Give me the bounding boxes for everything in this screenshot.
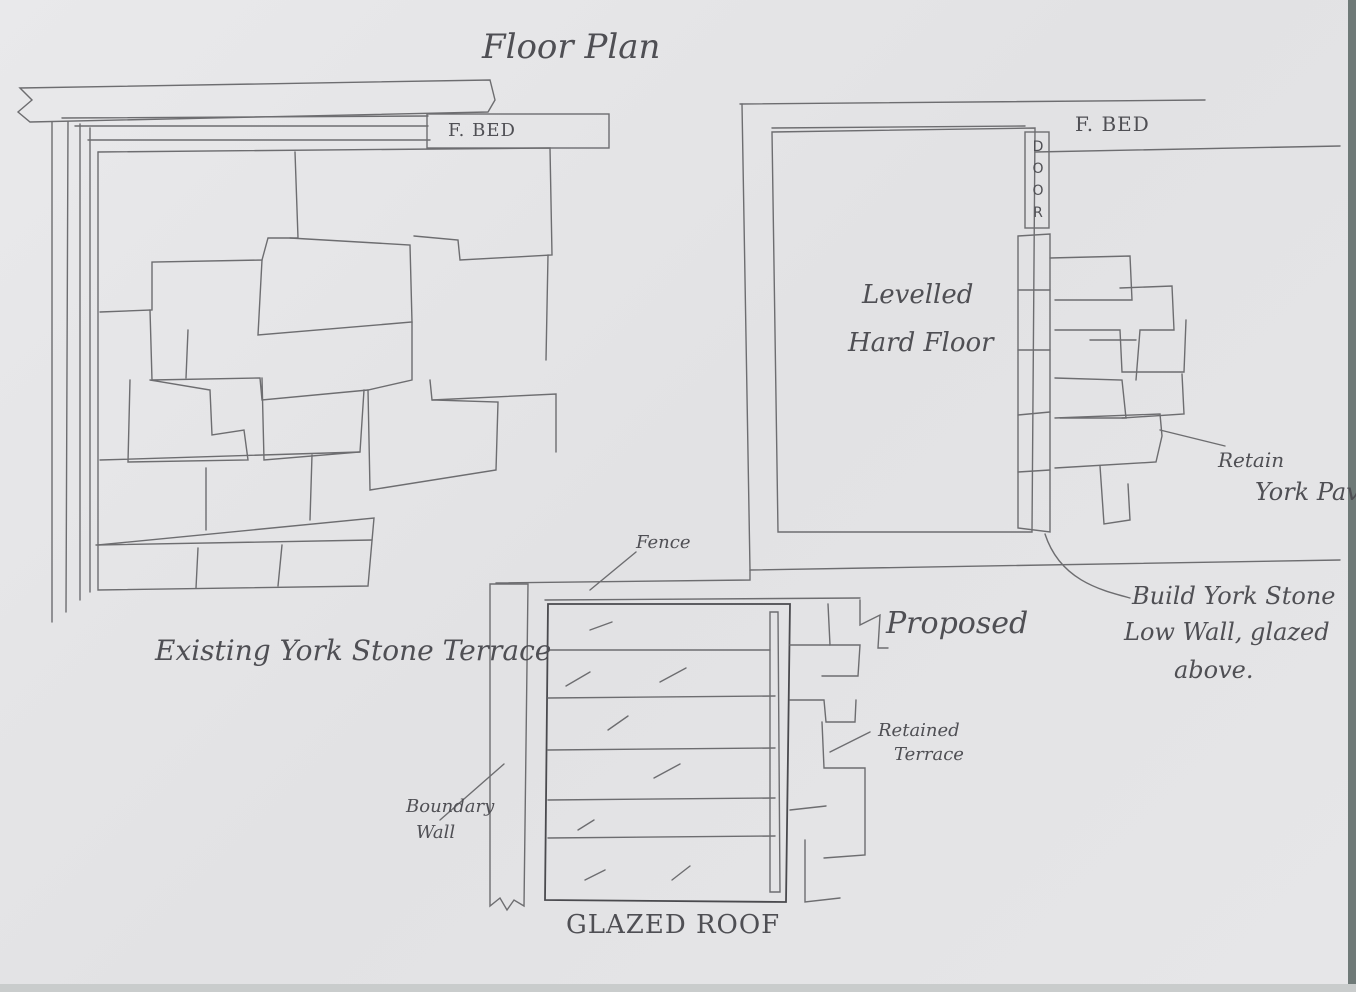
door-letter: R [1033, 205, 1043, 221]
retain-label-line1: Retain [1218, 448, 1285, 472]
glazed-roof-drawing [439, 551, 889, 912]
table-edge-bottom [0, 984, 1356, 992]
retained-terrace-label-line2: Terrace [894, 744, 964, 765]
build-wall-label-line2: Low Wall, glazed [1124, 618, 1330, 646]
retained-terrace-label-line1: Retained [878, 720, 960, 741]
sketch-title: Floor Plan [482, 27, 661, 67]
floor-label-line1: Levelled [862, 280, 974, 310]
flower-bed-label-room: F. BED [1075, 112, 1150, 136]
floor-label-line2: Hard Floor [848, 328, 994, 358]
boundary-wall-label-line1: Boundary [406, 796, 495, 817]
door-letter: O [1032, 161, 1044, 177]
retain-label-line2: York Pav [1255, 478, 1356, 506]
glazed-roof-caption: GLAZED ROOF [566, 910, 781, 940]
fence-label: Fence [636, 532, 691, 553]
boundary-wall-label-line2: Wall [416, 822, 456, 843]
build-wall-label-line1: Build York Stone [1132, 582, 1336, 610]
flower-bed-label-existing: F. BED [448, 120, 516, 141]
proposed-label: Proposed [886, 606, 1029, 641]
existing-terrace-drawing [16, 79, 610, 623]
table-edge [1348, 0, 1356, 992]
build-wall-label-line3: above. [1174, 656, 1254, 684]
door-letter: D [1032, 139, 1044, 155]
door-letter: O [1032, 183, 1044, 199]
door-label: D O O R [1030, 136, 1046, 224]
existing-terrace-caption: Existing York Stone Terrace [155, 634, 552, 667]
